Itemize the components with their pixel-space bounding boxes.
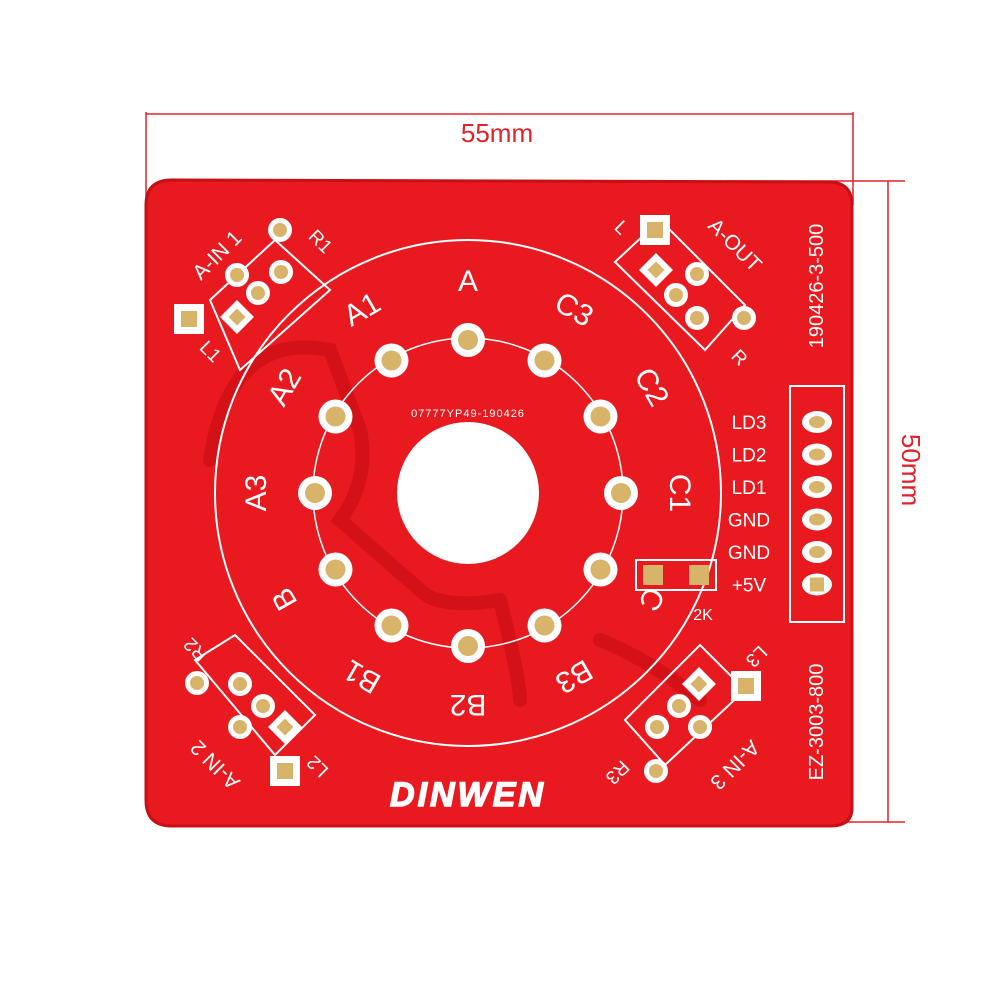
socket-pad-copper — [325, 406, 346, 427]
width-label: 55mm — [461, 118, 533, 148]
socket-pad-copper — [305, 483, 325, 503]
connector-pin-copper — [809, 448, 825, 461]
pin-label: C1 — [663, 474, 696, 512]
connector-label: +5V — [732, 576, 767, 597]
copper-traces — [203, 340, 707, 707]
led-connector — [789, 385, 845, 623]
pin-label: B2 — [450, 688, 487, 721]
width-dimension — [145, 112, 854, 205]
brand-logo-text: DINWEN — [390, 776, 546, 814]
socket-pad-copper — [534, 350, 555, 371]
serial-number: 07777YP49-190426 — [411, 408, 525, 420]
connector-pin-copper — [810, 577, 824, 592]
socket-pad-copper — [590, 559, 611, 580]
socket-pads — [298, 323, 638, 663]
socket-pad-copper — [458, 636, 478, 656]
resistor-label: 2K — [693, 607, 713, 624]
part-number-bottom: EZ-3003-800 — [806, 664, 828, 781]
connector-pin-copper — [809, 481, 825, 493]
socket-pad-copper — [381, 615, 402, 636]
connector-label: LD3 — [732, 413, 767, 434]
pin-label: A3 — [240, 475, 273, 512]
connector-pin-copper — [809, 546, 825, 558]
socket-pad-copper — [325, 559, 346, 580]
connector-label: LD1 — [732, 478, 767, 499]
socket-pad-copper — [611, 483, 631, 503]
center-hole — [397, 422, 539, 564]
resistor-2k: 2K — [635, 559, 717, 624]
socket-pad-copper — [381, 350, 402, 371]
connector-label: GND — [728, 543, 770, 564]
connector-pin-copper — [809, 513, 825, 526]
socket-pad-copper — [458, 330, 478, 350]
connector-label: GND — [728, 511, 770, 532]
silk-outer-ring — [214, 239, 722, 747]
pin-label: A — [458, 265, 478, 298]
socket-pad-copper — [590, 406, 611, 427]
connector-pin-copper — [809, 416, 825, 428]
connector-label: LD2 — [732, 446, 767, 467]
height-label: 50mm — [896, 434, 926, 506]
socket-pad-copper — [534, 615, 555, 636]
part-number-top: 190426-3-500 — [806, 224, 828, 349]
